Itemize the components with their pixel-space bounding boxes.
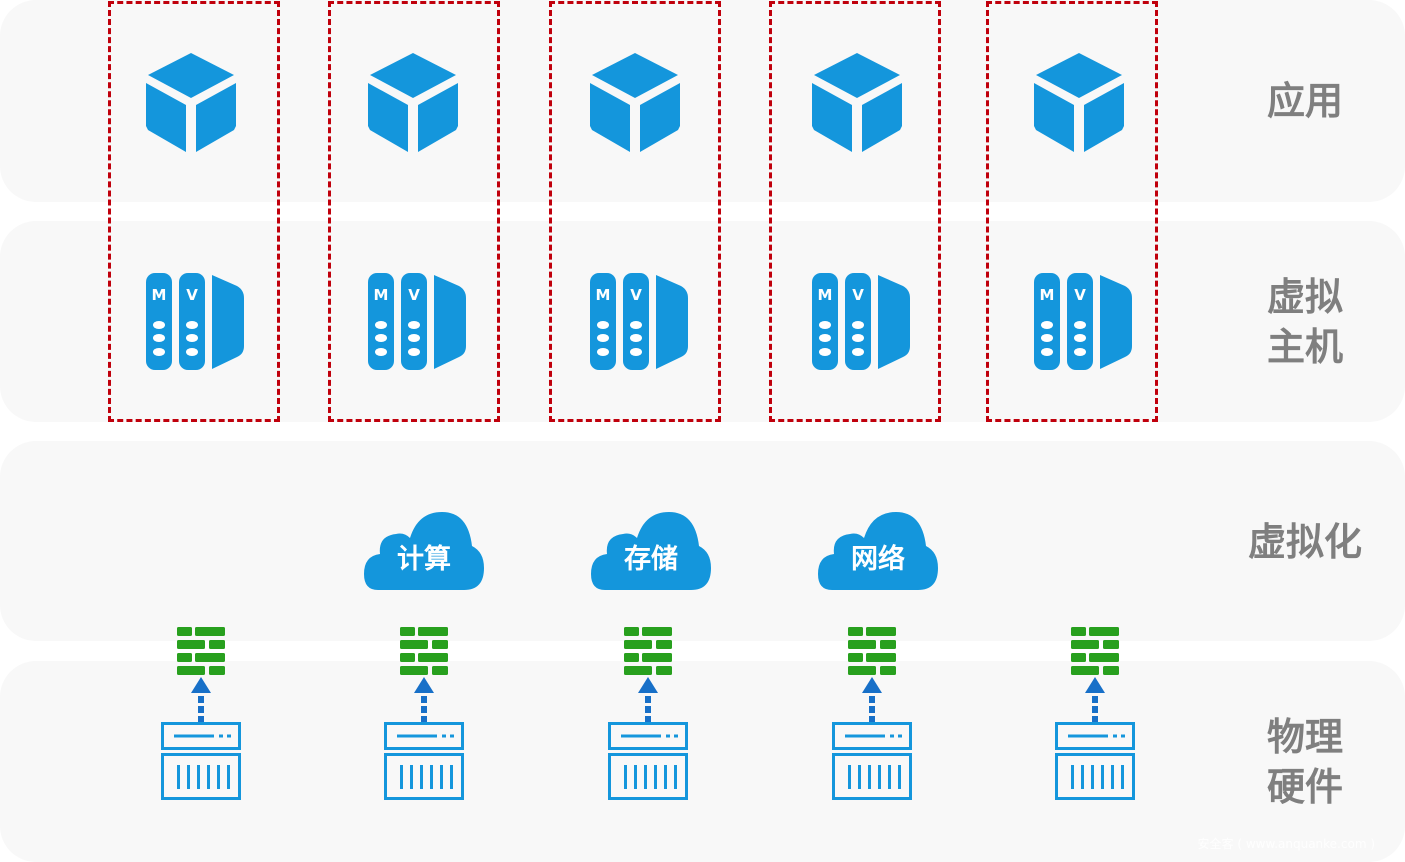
virtual-machine-icon: M V xyxy=(812,273,910,370)
vm-label-v: V xyxy=(630,286,642,304)
virtual-machine-icon: M V xyxy=(146,273,244,370)
vm-label-m: M xyxy=(152,286,167,304)
application-cube-icon xyxy=(812,53,902,152)
virtual-machine-icon: M V xyxy=(368,273,466,370)
upward-dotted-arrow-icon xyxy=(638,677,658,723)
vm-label-v: V xyxy=(852,286,864,304)
application-cube-icon xyxy=(146,53,236,152)
container-group-boundary xyxy=(108,1,280,422)
cloud-network-icon: 网络 xyxy=(818,512,938,590)
virtual-machine-icon: M V xyxy=(590,273,688,370)
container-group-boundary xyxy=(769,1,941,422)
upward-dotted-arrow-icon xyxy=(862,677,882,723)
vm-label-v: V xyxy=(1074,286,1086,304)
virtual-machine-icon: M V xyxy=(1034,273,1132,370)
vm-label-v: V xyxy=(186,286,198,304)
firewall-icon xyxy=(1071,627,1119,675)
physical-server-icon xyxy=(384,722,464,800)
firewall-icon xyxy=(177,627,225,675)
layer-label-virtualization: 虚拟化 xyxy=(1247,520,1362,564)
container-group-boundary xyxy=(549,1,721,422)
vm-label-v: V xyxy=(408,286,420,304)
cloud-label: 网络 xyxy=(851,543,905,575)
upward-dotted-arrow-icon xyxy=(191,677,211,723)
container-group-boundary xyxy=(328,1,500,422)
cloud-compute-icon: 计算 xyxy=(364,512,484,590)
layer-label-application: 应用 xyxy=(1266,79,1343,123)
layer-physical-hardware xyxy=(0,661,1405,862)
upward-dotted-arrow-icon xyxy=(1085,677,1105,723)
physical-server-icon xyxy=(1055,722,1135,800)
physical-server-icon xyxy=(161,722,241,800)
cloud-label: 存储 xyxy=(624,544,678,575)
upward-dotted-arrow-icon xyxy=(414,677,434,723)
application-cube-icon xyxy=(590,53,680,152)
firewall-icon xyxy=(624,627,672,675)
container-group-boundary xyxy=(986,1,1158,422)
application-cube-icon xyxy=(368,53,458,152)
vm-label-m: M xyxy=(818,286,833,304)
physical-server-icon xyxy=(608,722,688,800)
firewall-icon xyxy=(400,627,448,675)
application-cube-icon xyxy=(1034,53,1124,152)
vm-label-m: M xyxy=(1040,286,1055,304)
vm-label-m: M xyxy=(596,286,611,304)
layer-label-physical-hardware: 物理 硬件 xyxy=(1266,715,1343,809)
cloud-storage-icon: 存储 xyxy=(591,512,711,590)
physical-server-icon xyxy=(832,722,912,800)
layer-virtualization xyxy=(0,441,1405,641)
firewall-icon xyxy=(848,627,896,675)
watermark: 安全客 ( www.anquanke.com ) xyxy=(1197,837,1375,851)
vm-label-m: M xyxy=(374,286,389,304)
cloud-label: 计算 xyxy=(397,543,451,575)
layer-label-virtual-host: 虚拟 主机 xyxy=(1266,275,1343,369)
